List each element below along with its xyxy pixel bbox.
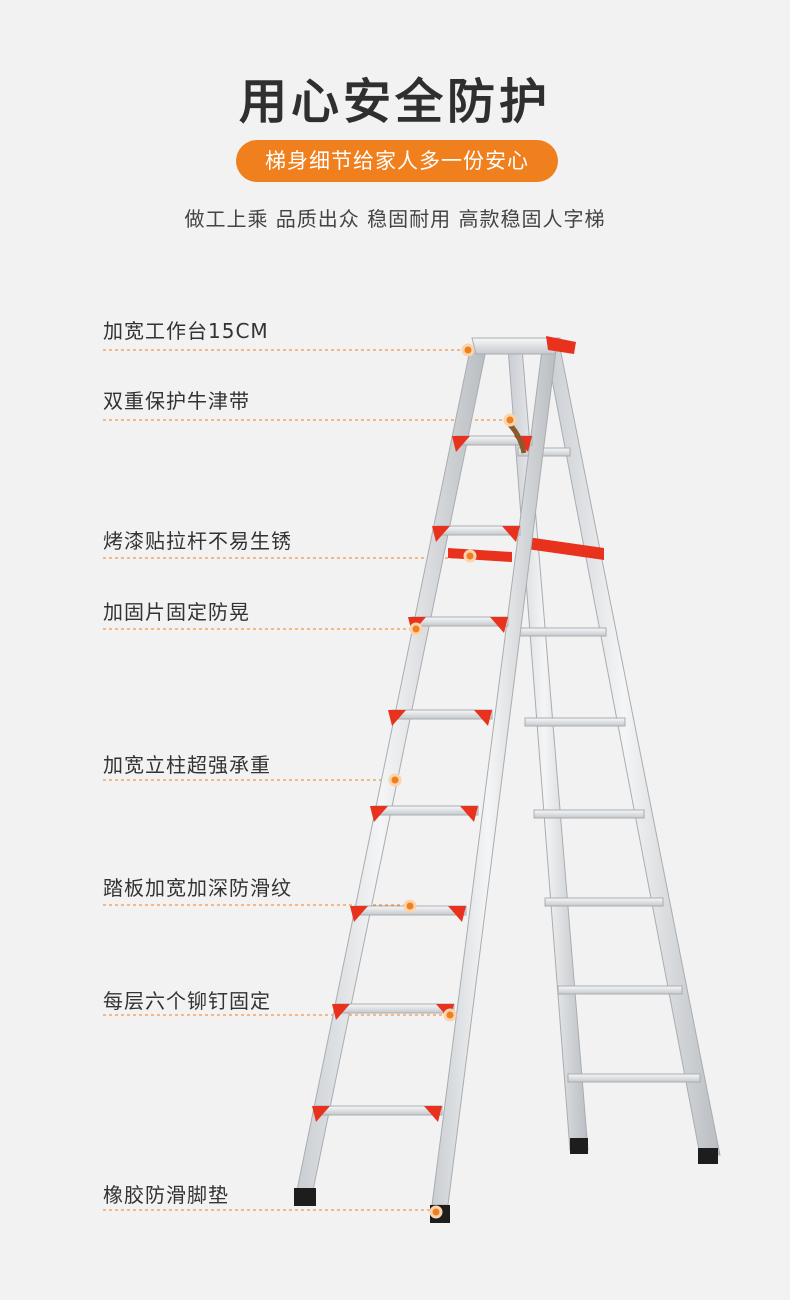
feature-label-feet: 橡胶防滑脚垫 [103, 1183, 229, 1207]
page-title: 用心安全防护 [238, 74, 551, 130]
feature-label-column: 加宽立柱超强承重 [103, 753, 271, 777]
leader-lines [103, 349, 510, 1211]
feature-label-strap: 双重保护牛津带 [103, 389, 250, 413]
feature-label-platform: 加宽工作台15CM [103, 319, 269, 343]
feature-label-step: 踏板加宽加深防滑纹 [103, 876, 292, 900]
feature-label-reinforcement: 加固片固定防晃 [103, 600, 250, 624]
feature-label-rivets: 每层六个铆钉固定 [103, 989, 271, 1013]
ladder-front-frame [294, 336, 576, 1223]
subtitle: 做工上乘 品质出众 稳固耐用 高款稳固人字梯 [184, 207, 606, 231]
feature-label-tie-bar: 烤漆贴拉杆不易生锈 [103, 529, 292, 553]
tagline-badge: 梯身细节给家人多一份安心 [236, 140, 558, 182]
